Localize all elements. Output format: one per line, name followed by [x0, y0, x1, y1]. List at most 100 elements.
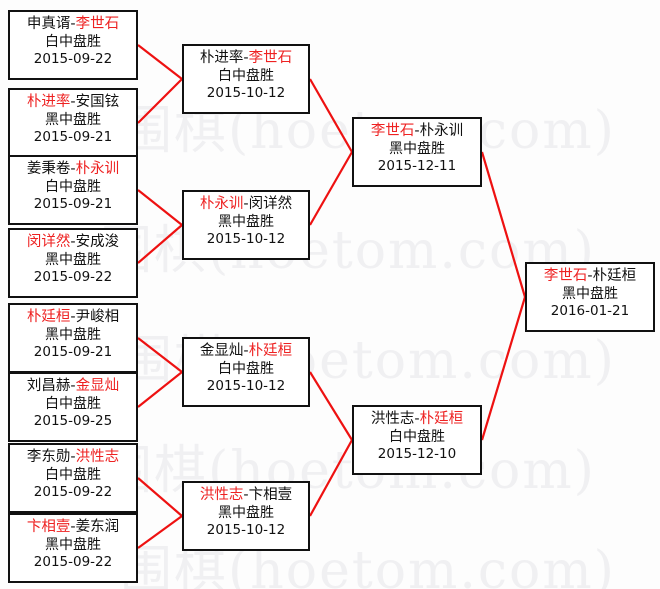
match-loser: 刘昌赫	[26, 378, 71, 394]
match-loser: 朴廷桓	[592, 268, 637, 284]
bracket-connector	[480, 151, 527, 298]
match-date: 2015-12-11	[377, 158, 457, 175]
match-players: 申真谞-李世石	[12, 15, 134, 34]
watermark-text: 围棋(hoetom.com)	[100, 221, 596, 281]
match-winner: 朴廷桓	[248, 343, 293, 359]
match-date: 2015-10-12	[206, 231, 286, 248]
bracket-connector	[309, 78, 353, 153]
match-players: 李东勋-洪性志	[12, 448, 134, 467]
player-separator: -	[70, 234, 76, 250]
player-separator: -	[243, 50, 249, 66]
match-players: 朴廷桓-尹峻相	[12, 308, 134, 327]
match-date: 2015-09-21	[33, 196, 113, 213]
match-loser: 申真谞	[26, 16, 71, 32]
watermark-text: 围棋(hoetom.com)	[100, 441, 596, 501]
match-date: 2015-09-22	[33, 51, 113, 68]
bracket-connector	[137, 78, 183, 124]
match-result: 黑中盘胜	[218, 504, 274, 521]
match-date: 2016-01-21	[550, 303, 630, 320]
bracket-connector	[309, 439, 353, 517]
match-players: 朴进率-安国铉	[12, 93, 134, 112]
match-result: 白中盘胜	[218, 67, 274, 84]
match-winner: 朴永训	[75, 161, 120, 177]
match-result: 白中盘胜	[45, 33, 101, 50]
match-date: 2015-09-21	[33, 129, 113, 146]
match-players: 卞相壹-姜东润	[12, 518, 134, 537]
match-players: 洪性志-卞相壹	[186, 486, 306, 505]
bracket-connector	[309, 371, 353, 441]
match-winner: 朴廷桓	[419, 411, 464, 427]
player-separator: -	[414, 411, 420, 427]
match-result: 白中盘胜	[218, 360, 274, 377]
match-loser: 姜秉卷	[26, 161, 71, 177]
player-separator: -	[70, 16, 76, 32]
match-result: 黑中盘胜	[218, 213, 274, 230]
player-separator: -	[70, 378, 76, 394]
match-winner: 李世石	[543, 268, 588, 284]
match-date: 2015-10-12	[206, 85, 286, 102]
bracket-connector	[137, 371, 183, 408]
match-players: 洪性志-朴廷桓	[356, 410, 478, 429]
player-separator: -	[414, 123, 420, 139]
player-separator: -	[243, 487, 249, 503]
player-separator: -	[243, 343, 249, 359]
player-separator: -	[70, 94, 76, 110]
bracket-connector	[309, 151, 353, 226]
match-loser: 尹峻相	[75, 309, 120, 325]
player-separator: -	[70, 309, 76, 325]
match-winner: 朴进率	[26, 94, 71, 110]
match-winner: 卞相壹	[26, 519, 71, 535]
match-date: 2015-09-22	[33, 269, 113, 286]
match-loser: 姜东润	[75, 519, 120, 535]
match-result: 白中盘胜	[45, 178, 101, 195]
match-players: 李世石-朴廷桓	[529, 267, 651, 286]
player-separator: -	[243, 196, 249, 212]
match-winner: 金显灿	[75, 378, 120, 394]
bracket-connector	[137, 189, 183, 226]
match-result: 白中盘胜	[389, 428, 445, 445]
match-players: 闵详然-安成浚	[12, 233, 134, 252]
match-winner: 闵详然	[26, 234, 71, 250]
match-date: 2015-09-21	[33, 344, 113, 361]
match-winner: 洪性志	[75, 449, 120, 465]
match-result: 白中盘胜	[45, 395, 101, 412]
bracket-connector	[137, 224, 183, 264]
match-result: 黑中盘胜	[389, 140, 445, 157]
bracket-connector	[137, 515, 183, 549]
match-result: 黑中盘胜	[45, 111, 101, 128]
match-result: 白中盘胜	[45, 466, 101, 483]
match-loser: 朴永训	[419, 123, 464, 139]
match-date: 2015-09-25	[33, 413, 113, 430]
match-loser: 闵详然	[248, 196, 293, 212]
match-winner: 李世石	[75, 16, 120, 32]
match-players: 姜秉卷-朴永训	[12, 160, 134, 179]
player-separator: -	[587, 268, 593, 284]
match-date: 2015-10-12	[206, 378, 286, 395]
match-players: 金显灿-朴廷桓	[186, 342, 306, 361]
bracket-connector	[137, 44, 183, 80]
bracket-connector	[137, 337, 183, 373]
match-players: 朴进率-李世石	[186, 49, 306, 68]
match-date: 2015-09-22	[33, 484, 113, 501]
match-result: 黑中盘胜	[45, 536, 101, 553]
match-loser: 洪性志	[370, 411, 415, 427]
player-separator: -	[70, 519, 76, 535]
watermark-text: 围棋(hoetom.com)	[120, 541, 616, 589]
match-result: 黑中盘胜	[45, 326, 101, 343]
